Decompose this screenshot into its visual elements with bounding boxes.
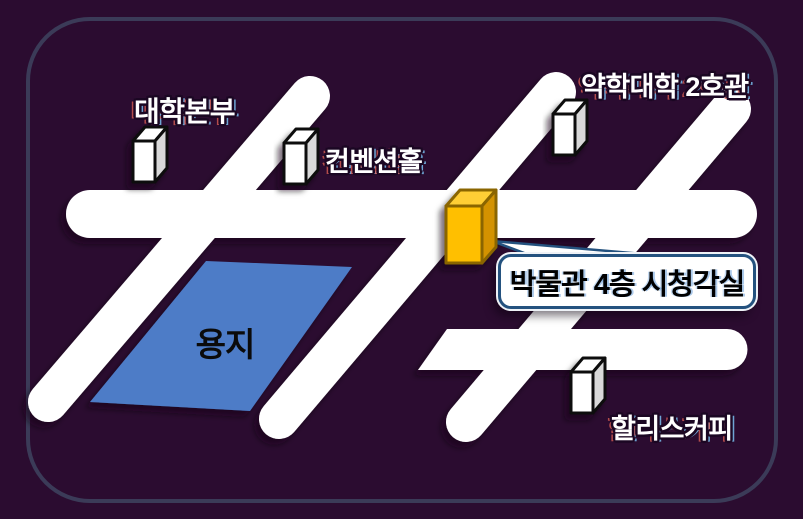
convention-hall-building-icon [282, 127, 320, 186]
road-diagonal-west [28, 76, 330, 422]
destination-callout-bubble: 박물관 4층 시청각실 [498, 254, 756, 309]
hollys-coffee-building-icon [569, 356, 607, 415]
university-hq-building-icon [131, 125, 169, 184]
destination-callout-text: 박물관 4층 시청각실 [509, 268, 746, 301]
pond-area [90, 261, 352, 411]
label-convention-hall: 컨벤션홀 [325, 147, 423, 177]
label-pharmacy-college-bldg2: 약학대학 2호관 [581, 72, 749, 102]
pharmacy-college-building-icon [551, 98, 589, 157]
map-frame-border [26, 17, 778, 503]
road-diagonal-center [259, 72, 576, 439]
label-pond: 용지 [195, 326, 256, 363]
label-hollys-coffee: 할리스커피 [611, 414, 733, 444]
museum-highlight-building-icon [444, 188, 498, 265]
label-university-headquarters: 대학본부 [134, 96, 236, 127]
road-lower-horizontal [418, 329, 748, 370]
